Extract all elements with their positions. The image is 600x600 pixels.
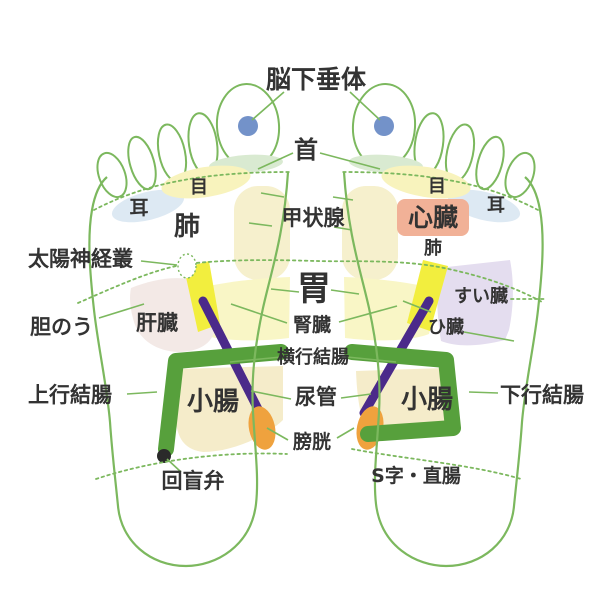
pituitary-pointer-right: [349, 91, 381, 121]
ear-zone-left: [111, 189, 185, 223]
left-foot-outline: [88, 171, 290, 568]
label-solar-plexus: 太陽神経叢: [28, 247, 133, 271]
kidney-pointer-left: [230, 303, 288, 324]
bladder-pointer-left: [266, 427, 289, 441]
pituitary-pointer-left: [251, 91, 285, 121]
label-small-intestine-right: 小腸: [401, 385, 453, 415]
label-ureter: 尿管: [295, 385, 337, 409]
spleen-pointer-1: [402, 300, 432, 313]
thyroid-pointer-left-2: [248, 222, 273, 227]
ureter-pointer-right: [340, 393, 372, 399]
thyroid-pointer-right-1: [332, 196, 354, 201]
heart-zone: [397, 199, 469, 236]
label-gallbladder: 胆のう: [30, 315, 93, 339]
colon-band-left: [158, 344, 289, 457]
heel-dotted-right: [351, 448, 522, 480]
stomach-pointer-right: [330, 289, 360, 295]
label-kidney: 腎臓: [293, 314, 331, 336]
left-toe-5: [96, 151, 128, 199]
right-toe-4: [475, 135, 505, 191]
neck-pointer-left: [257, 152, 294, 170]
neck-pointer-right: [319, 152, 381, 170]
right-foot-outline: [342, 171, 544, 568]
pituitary-point-right: [374, 116, 394, 136]
heel-dotted-left: [95, 452, 288, 480]
solar-plexus-point: [177, 253, 197, 279]
label-spleen: ひ臓: [428, 317, 464, 338]
label-ear-left: 耳: [129, 197, 148, 219]
toe-base-dotted-left: [93, 171, 290, 211]
pointer-lines: [98, 91, 515, 473]
label-eye-left: 目: [190, 177, 208, 198]
colon-band-right: [344, 344, 461, 442]
label-pancreas: すい臓: [454, 286, 508, 307]
label-ileocecal-valve: 回盲弁: [162, 469, 225, 493]
pituitary-point-left: [238, 116, 258, 136]
kidney-pointer-right: [338, 305, 398, 323]
spleen-pointer-2: [463, 331, 515, 342]
label-heart: 心臓: [408, 203, 458, 232]
left-toe-4: [127, 135, 157, 191]
label-lung-right: 肺: [424, 238, 442, 259]
label-pituitary: 脳下垂体: [266, 65, 367, 94]
label-sigmoid-rectum: S字・直腸: [371, 464, 461, 487]
ascending-colon-pointer: [126, 391, 158, 395]
label-stomach: 胃: [297, 269, 331, 309]
label-bladder: 膀胱: [292, 430, 331, 453]
transverse-colon-pointer-left: [229, 356, 282, 363]
label-ear-right: 耳: [487, 195, 505, 216]
thyroid-pointer-right-2: [333, 226, 353, 231]
solar-plexus-pointer: [140, 260, 178, 266]
label-ascending-colon: 上行結腸: [28, 383, 112, 407]
waist-dotted-line: [77, 259, 545, 304]
ileocecal-pointer: [166, 458, 182, 473]
gallbladder-pointer: [98, 303, 145, 319]
label-lung-left: 肺: [174, 212, 200, 242]
label-small-intestine-left: 小腸: [187, 387, 239, 417]
label-neck: 首: [294, 136, 318, 164]
descending-colon-pointer: [468, 391, 499, 394]
thyroid-pointer-left-1: [260, 192, 285, 198]
stomach-pointer-left: [270, 288, 300, 293]
toe-base-dotted-right: [342, 171, 539, 211]
label-descending-colon: 下行結腸: [500, 383, 584, 407]
label-eye-right: 目: [428, 176, 446, 197]
label-thyroid: 甲状腺: [282, 206, 346, 230]
label-liver: 肝臓: [136, 311, 178, 335]
transverse-colon-pointer-right: [346, 356, 397, 363]
label-transverse-colon: 横行結腸: [277, 346, 349, 368]
bladder-pointer-right: [336, 427, 355, 439]
right-toe-5: [504, 151, 536, 199]
ureter-pointer-left: [250, 390, 292, 400]
